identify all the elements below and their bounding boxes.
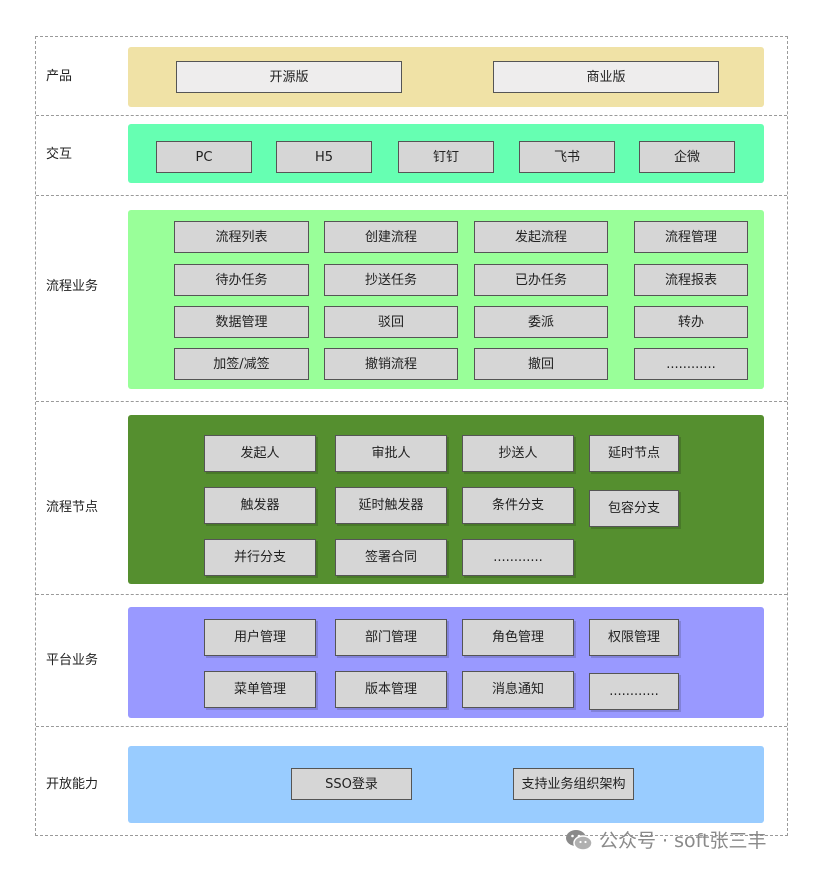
process-business-item: 发起流程 xyxy=(474,221,608,253)
process-business-item: 流程报表 xyxy=(634,264,748,296)
row-label-process-node: 流程节点 xyxy=(46,500,99,515)
platform-business-item: 菜单管理 xyxy=(204,671,316,708)
row-label-platform-business: 平台业务 xyxy=(46,653,99,668)
product-item-open-source: 开源版 xyxy=(176,61,402,93)
process-node-item: 包容分支 xyxy=(589,490,679,527)
process-node-item: 条件分支 xyxy=(462,487,574,524)
wechat-icon xyxy=(566,829,593,851)
process-node-item: 并行分支 xyxy=(204,539,316,576)
platform-business-item: 角色管理 xyxy=(462,619,574,656)
interaction-item-dingtalk: 钉钉 xyxy=(398,141,494,173)
row-divider xyxy=(36,195,787,196)
open-capability-item-org-structure: 支持业务组织架构 xyxy=(513,768,634,800)
platform-business-item: 用户管理 xyxy=(204,619,316,656)
process-business-item: ............ xyxy=(634,348,748,380)
interaction-item-feishu: 飞书 xyxy=(519,141,615,173)
row-divider xyxy=(36,401,787,402)
process-business-item: 数据管理 xyxy=(174,306,309,338)
panel-process-node: 发起人 审批人 抄送人 延时节点 触发器 延时触发器 条件分支 包容分支 并行分… xyxy=(128,415,764,584)
process-node-item: 触发器 xyxy=(204,487,316,524)
platform-business-item: 部门管理 xyxy=(335,619,447,656)
row-divider xyxy=(36,726,787,727)
interaction-item-h5: H5 xyxy=(276,141,372,173)
process-business-item: 驳回 xyxy=(324,306,458,338)
process-business-item: 撤销流程 xyxy=(324,348,458,380)
watermark-text: 公众号 · soft张三丰 xyxy=(599,830,767,852)
process-business-item: 委派 xyxy=(474,306,608,338)
process-node-item: 延时节点 xyxy=(589,435,679,472)
panel-open-capability: SSO登录 支持业务组织架构 xyxy=(128,746,764,823)
process-node-item: 审批人 xyxy=(335,435,447,472)
process-node-item: 抄送人 xyxy=(462,435,574,472)
process-business-item: 加签/减签 xyxy=(174,348,309,380)
panel-process-business: 流程列表 创建流程 发起流程 流程管理 待办任务 抄送任务 已办任务 流程报表 … xyxy=(128,210,764,389)
process-business-item: 流程管理 xyxy=(634,221,748,253)
interaction-item-pc: PC xyxy=(156,141,252,173)
interaction-item-wecom: 企微 xyxy=(639,141,735,173)
architecture-frame xyxy=(35,36,788,836)
process-node-item: 签署合同 xyxy=(335,539,447,576)
platform-business-item: 消息通知 xyxy=(462,671,574,708)
process-node-item: 延时触发器 xyxy=(335,487,447,524)
process-business-item: 待办任务 xyxy=(174,264,309,296)
panel-product: 开源版 商业版 xyxy=(128,47,764,107)
process-business-item: 抄送任务 xyxy=(324,264,458,296)
row-label-process-business: 流程业务 xyxy=(46,279,99,294)
row-divider xyxy=(36,594,787,595)
open-capability-item-sso: SSO登录 xyxy=(291,768,412,800)
platform-business-item: 权限管理 xyxy=(589,619,679,656)
row-label-open-capability: 开放能力 xyxy=(46,777,99,792)
panel-interaction: PC H5 钉钉 飞书 企微 xyxy=(128,124,764,183)
process-business-item: 创建流程 xyxy=(324,221,458,253)
platform-business-item: 版本管理 xyxy=(335,671,447,708)
process-business-item: 已办任务 xyxy=(474,264,608,296)
row-label-interaction: 交互 xyxy=(46,147,73,162)
process-node-item: ............ xyxy=(462,539,574,576)
process-node-item: 发起人 xyxy=(204,435,316,472)
watermark: 公众号 · soft张三丰 xyxy=(565,826,766,853)
panel-platform-business: 用户管理 部门管理 角色管理 权限管理 菜单管理 版本管理 消息通知 .....… xyxy=(128,607,764,718)
product-item-commercial: 商业版 xyxy=(493,61,719,93)
row-divider xyxy=(36,115,787,116)
process-business-item: 转办 xyxy=(634,306,748,338)
row-label-product: 产品 xyxy=(46,69,73,84)
process-business-item: 流程列表 xyxy=(174,221,309,253)
process-business-item: 撤回 xyxy=(474,348,608,380)
platform-business-item: ............ xyxy=(589,673,679,710)
